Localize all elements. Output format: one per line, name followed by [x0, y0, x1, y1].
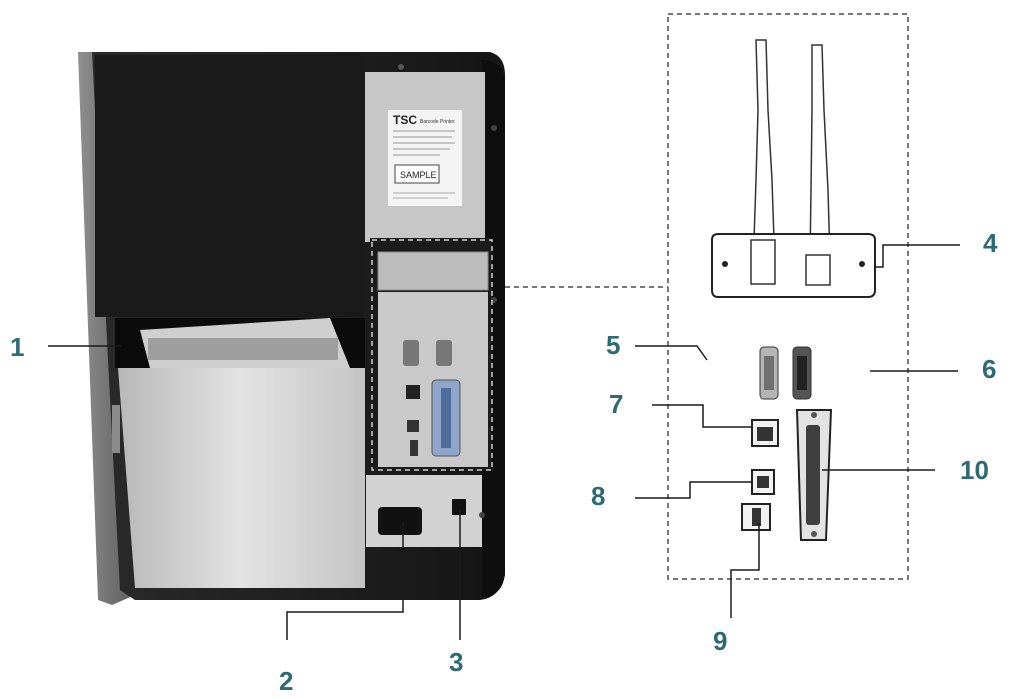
printer-body: TSC Barcode Printer SAMPLE	[78, 52, 505, 605]
leader-5	[635, 345, 708, 361]
leader-9	[730, 523, 760, 618]
side-latch	[112, 405, 120, 453]
screw	[479, 512, 485, 518]
zoom-detail	[505, 13, 909, 580]
antenna-right	[809, 44, 831, 261]
parallel-port-pins	[806, 425, 820, 525]
leader-lines	[48, 244, 960, 640]
antenna-left-base	[750, 239, 776, 285]
rating-label	[388, 110, 462, 206]
callout-9: 9	[713, 626, 727, 656]
callout-3: 3	[449, 647, 463, 677]
power-socket	[378, 507, 422, 535]
wireless-antennas	[711, 39, 876, 298]
rear-usb-port	[407, 420, 419, 432]
callout-7: 7	[609, 389, 623, 419]
rear-serial-port-b	[436, 340, 452, 366]
leader-7	[652, 404, 752, 428]
serial-port-6-pins	[797, 356, 807, 390]
zoom-dashed-box	[667, 13, 909, 580]
serial-ports-detail	[759, 346, 812, 400]
sample-box	[394, 164, 440, 184]
ethernet-jack	[757, 427, 773, 441]
callout-1: 1	[10, 332, 24, 362]
lower-silver-cover	[118, 368, 365, 588]
parallel-screw	[811, 531, 817, 537]
screw	[398, 64, 404, 70]
leader-2	[286, 522, 404, 640]
printer-upper-panel	[95, 55, 363, 317]
antenna-mount-plate	[711, 233, 876, 298]
interface-dashed-outline	[371, 239, 493, 471]
callout-8: 8	[591, 481, 605, 511]
callout-numbers: 1 2 3 4 5 6 7 8 9 10	[10, 228, 998, 696]
rear-ethernet-port	[406, 385, 420, 399]
rear-usb-host-port	[410, 440, 418, 456]
leader-4	[875, 244, 960, 268]
media-spindle	[148, 338, 338, 360]
label-brand-tagline: Barcode Printer	[420, 119, 455, 125]
rear-serial-port-a	[403, 340, 419, 366]
screw	[491, 125, 497, 131]
mount-screw	[722, 261, 728, 267]
serial-port-5-pins	[764, 356, 774, 390]
callout-4: 4	[983, 228, 998, 258]
callout-10: 10	[960, 455, 989, 485]
sample-text: SAMPLE	[400, 170, 437, 180]
parallel-screw	[811, 412, 817, 418]
mount-screw	[859, 261, 865, 267]
usb-host-jack	[752, 508, 761, 526]
usb-jack	[757, 476, 769, 488]
antenna-left	[753, 39, 775, 241]
leader-8	[635, 481, 752, 499]
option-cover-plate	[377, 251, 489, 291]
label-brand: TSC	[393, 113, 417, 127]
power-switch	[452, 499, 466, 515]
callout-2: 2	[279, 666, 293, 696]
antenna-right-base	[805, 254, 831, 286]
parallel-pins	[441, 388, 451, 448]
callout-5: 5	[606, 330, 620, 360]
callout-6: 6	[982, 354, 996, 384]
